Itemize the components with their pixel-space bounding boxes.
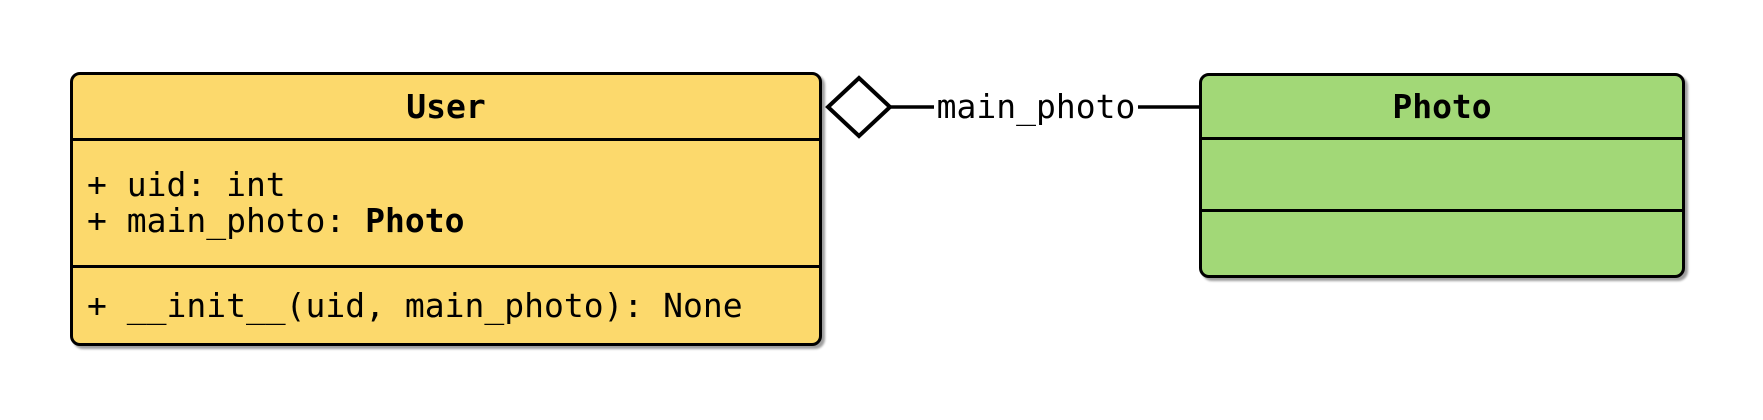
method-row: + __init__(uid, main_photo): None	[87, 285, 743, 325]
class-title-photo: Photo	[1392, 87, 1492, 126]
attribute-type: Photo	[365, 201, 465, 240]
class-box-user: User + uid: int + main_photo: Photo + __…	[70, 72, 822, 346]
aggregation-diamond-icon	[825, 75, 893, 139]
attribute-row: + uid: int	[87, 167, 819, 203]
attribute-row: + main_photo: Photo	[87, 203, 819, 239]
attribute-text: + main_photo:	[87, 201, 366, 240]
class-attributes-photo	[1202, 137, 1682, 209]
class-methods-user: + __init__(uid, main_photo): None	[73, 265, 819, 343]
attribute-text: + uid: int	[87, 165, 286, 204]
class-box-photo: Photo	[1199, 73, 1685, 278]
class-methods-photo	[1202, 209, 1682, 275]
association-label: main_photo	[934, 85, 1138, 127]
class-attributes-user: + uid: int + main_photo: Photo	[73, 138, 819, 265]
class-title-user: User	[406, 87, 486, 126]
